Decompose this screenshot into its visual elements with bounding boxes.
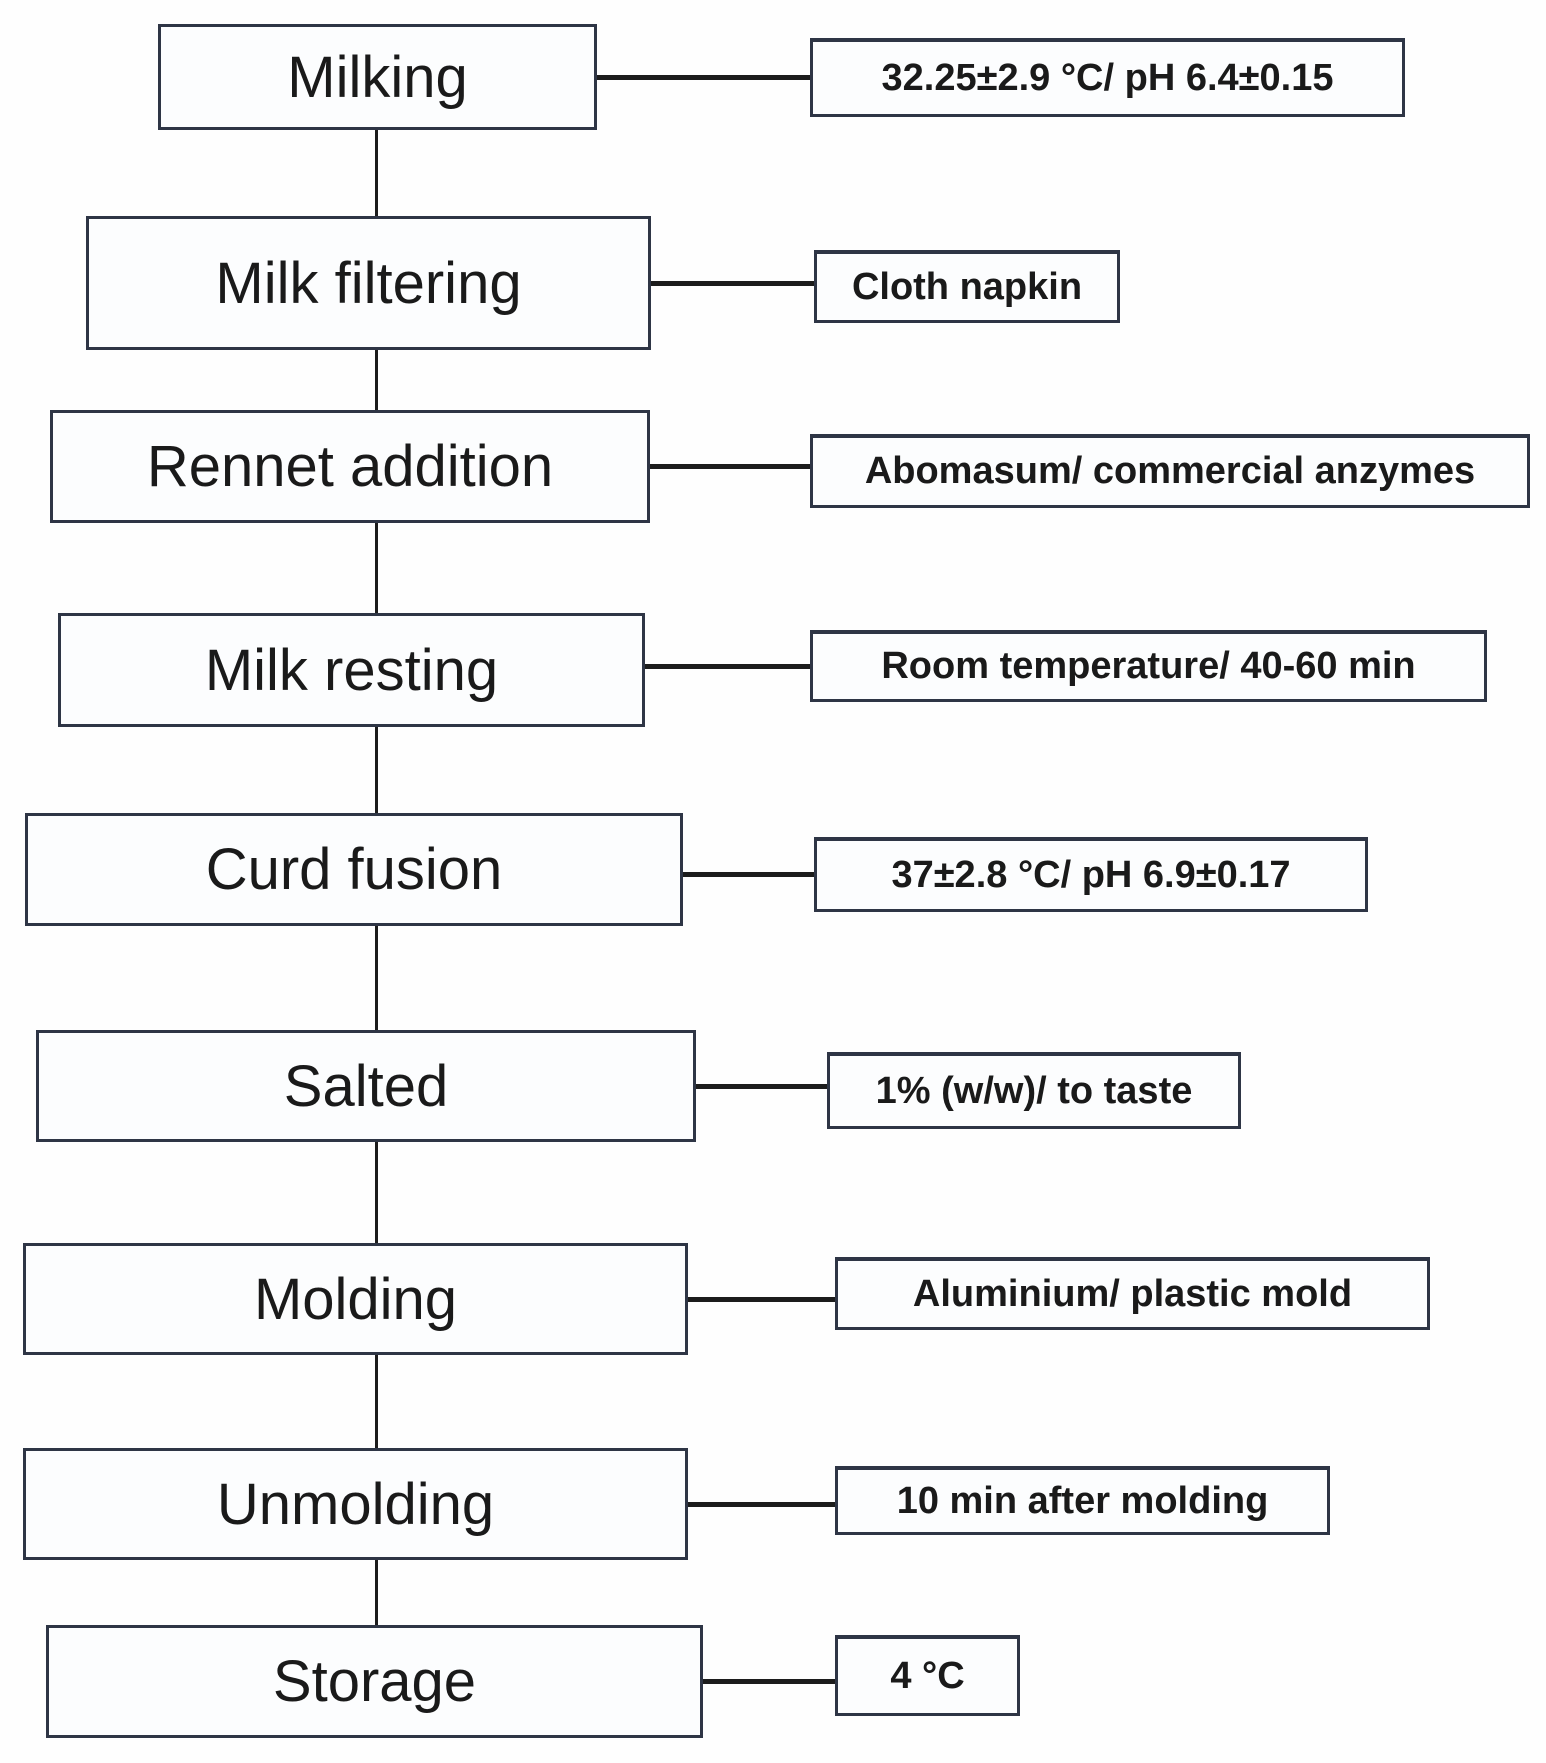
step-box-molding: Molding (23, 1243, 688, 1355)
annotation-label-rennet-addition: Abomasum/ commercial anzymes (864, 450, 1476, 492)
annotation-label-salted: 1% (w/w)/ to taste (875, 1069, 1193, 1112)
annotation-connector-salted (696, 1084, 827, 1089)
step-label-milk-filtering: Milk filtering (215, 250, 522, 316)
step-label-curd-fusion: Curd fusion (205, 837, 503, 902)
annotation-box-milking: 32.25±2.9 °C/ pH 6.4±0.15 (810, 38, 1405, 117)
annotation-label-milk-resting: Room temperature/ 40-60 min (881, 645, 1416, 687)
flow-connector-salted-to-molding (375, 1142, 378, 1243)
annotation-connector-milk-resting (645, 664, 810, 669)
step-box-milk-resting: Milk resting (58, 613, 645, 727)
annotation-box-milk-filtering: Cloth napkin (814, 250, 1120, 323)
step-label-unmolding: Unmolding (216, 1471, 495, 1537)
flow-connector-rennet-to-resting (375, 523, 378, 613)
step-label-rennet-addition: Rennet addition (146, 434, 554, 499)
step-box-salted: Salted (36, 1030, 696, 1142)
annotation-connector-unmolding (688, 1502, 835, 1507)
annotation-label-milk-filtering: Cloth napkin (851, 265, 1083, 308)
annotation-box-rennet-addition: Abomasum/ commercial anzymes (810, 434, 1530, 508)
annotation-connector-storage (703, 1679, 835, 1684)
step-label-storage: Storage (272, 1649, 477, 1714)
step-box-storage: Storage (46, 1625, 703, 1738)
annotation-connector-milking (597, 75, 810, 80)
step-label-salted: Salted (283, 1053, 449, 1119)
annotation-box-unmolding: 10 min after molding (835, 1466, 1330, 1535)
step-box-curd-fusion: Curd fusion (25, 813, 683, 926)
annotation-connector-milk-filtering (651, 281, 814, 286)
annotation-box-curd-fusion: 37±2.8 °C/ pH 6.9±0.17 (814, 837, 1368, 912)
step-label-milking: Milking (287, 44, 468, 110)
flow-connector-milking-to-filtering (375, 130, 378, 216)
step-label-milk-resting: Milk resting (204, 637, 499, 703)
flow-connector-molding-to-unmolding (375, 1355, 378, 1448)
flow-connector-unmolding-to-storage (375, 1560, 378, 1625)
annotation-label-milking: 32.25±2.9 °C/ pH 6.4±0.15 (881, 56, 1334, 99)
annotation-box-molding: Aluminium/ plastic mold (835, 1257, 1430, 1330)
annotation-box-salted: 1% (w/w)/ to taste (827, 1052, 1241, 1129)
step-box-rennet-addition: Rennet addition (50, 410, 650, 523)
annotation-connector-rennet-addition (650, 464, 810, 469)
step-box-milking: Milking (158, 24, 597, 130)
step-label-molding: Molding (253, 1266, 458, 1332)
annotation-label-curd-fusion: 37±2.8 °C/ pH 6.9±0.17 (891, 853, 1291, 896)
annotation-box-storage: 4 °C (835, 1635, 1020, 1716)
annotation-connector-molding (688, 1297, 835, 1302)
annotation-label-molding: Aluminium/ plastic mold (912, 1272, 1353, 1315)
flow-connector-resting-to-curd (375, 727, 378, 813)
step-box-unmolding: Unmolding (23, 1448, 688, 1560)
step-box-milk-filtering: Milk filtering (86, 216, 651, 350)
annotation-label-unmolding: 10 min after molding (896, 1479, 1269, 1522)
annotation-label-storage: 4 °C (890, 1654, 965, 1697)
annotation-connector-curd-fusion (683, 872, 814, 877)
annotation-box-milk-resting: Room temperature/ 40-60 min (810, 630, 1487, 702)
flow-connector-curd-to-salted (375, 926, 378, 1030)
flow-connector-filtering-to-rennet (375, 350, 378, 410)
